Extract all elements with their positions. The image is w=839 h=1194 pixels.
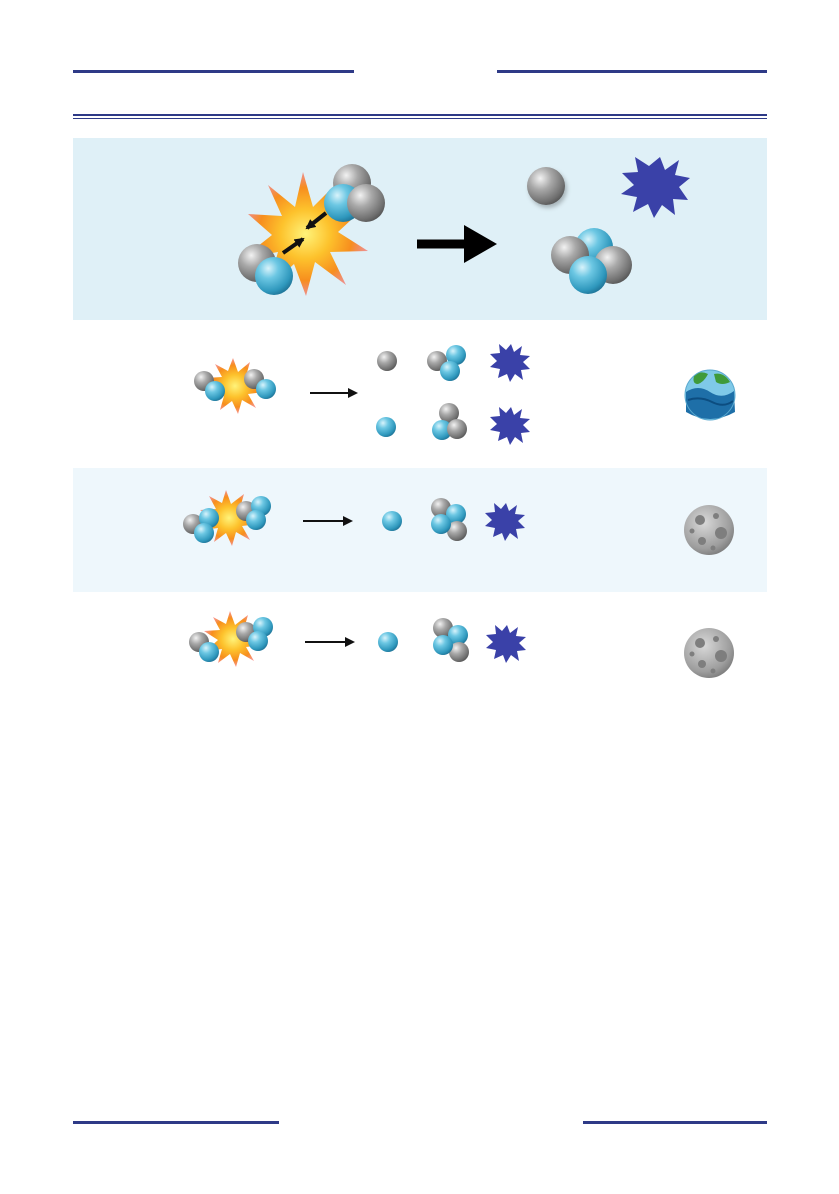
reaction-row-earth (73, 322, 767, 468)
proton (205, 381, 225, 401)
fusion-flash-icon (204, 611, 262, 667)
section-rule-underline (73, 118, 767, 119)
proton (194, 523, 214, 543)
proton (446, 345, 466, 365)
proton (433, 635, 453, 655)
neutron (439, 403, 459, 423)
header-rule-right (497, 70, 767, 73)
proton (376, 417, 396, 437)
energy-burst-icon (621, 157, 690, 218)
collision-arrow (281, 237, 305, 255)
energy-burst-icon (486, 625, 526, 663)
fusion-flash-icon (243, 172, 368, 296)
proton (432, 420, 452, 440)
proton (446, 504, 466, 524)
proton (382, 511, 402, 531)
section-rule (73, 114, 767, 116)
neutron (377, 351, 397, 371)
proton (569, 256, 607, 294)
proton (378, 632, 398, 652)
collision-arrow (305, 211, 328, 230)
proton (256, 379, 276, 399)
proton (248, 631, 268, 651)
neutron (447, 419, 467, 439)
earth-icon (684, 369, 736, 421)
proton (431, 514, 451, 534)
neutron (431, 498, 451, 518)
proton (448, 625, 468, 645)
reaction-row-moon-2 (73, 592, 767, 696)
footer-rule-right (583, 1121, 767, 1124)
proton (246, 510, 266, 530)
energy-burst-icon (490, 407, 530, 445)
moon-icon (684, 505, 734, 555)
fusion-flash-icon (200, 490, 258, 546)
neutron (527, 167, 565, 205)
energy-burst-icon (485, 503, 525, 541)
energy-burst-icon (490, 344, 530, 382)
footer-rule-left (73, 1121, 279, 1124)
header-rule-left (73, 70, 354, 73)
proton (440, 361, 460, 381)
neutron (447, 521, 467, 541)
moon-icon (684, 628, 734, 678)
neutron (433, 618, 453, 638)
neutron (347, 184, 385, 222)
fusion-flash-icon (206, 358, 264, 414)
proton (199, 642, 219, 662)
proton (255, 257, 293, 295)
right-arrow-head (464, 225, 497, 263)
neutron (449, 642, 469, 662)
